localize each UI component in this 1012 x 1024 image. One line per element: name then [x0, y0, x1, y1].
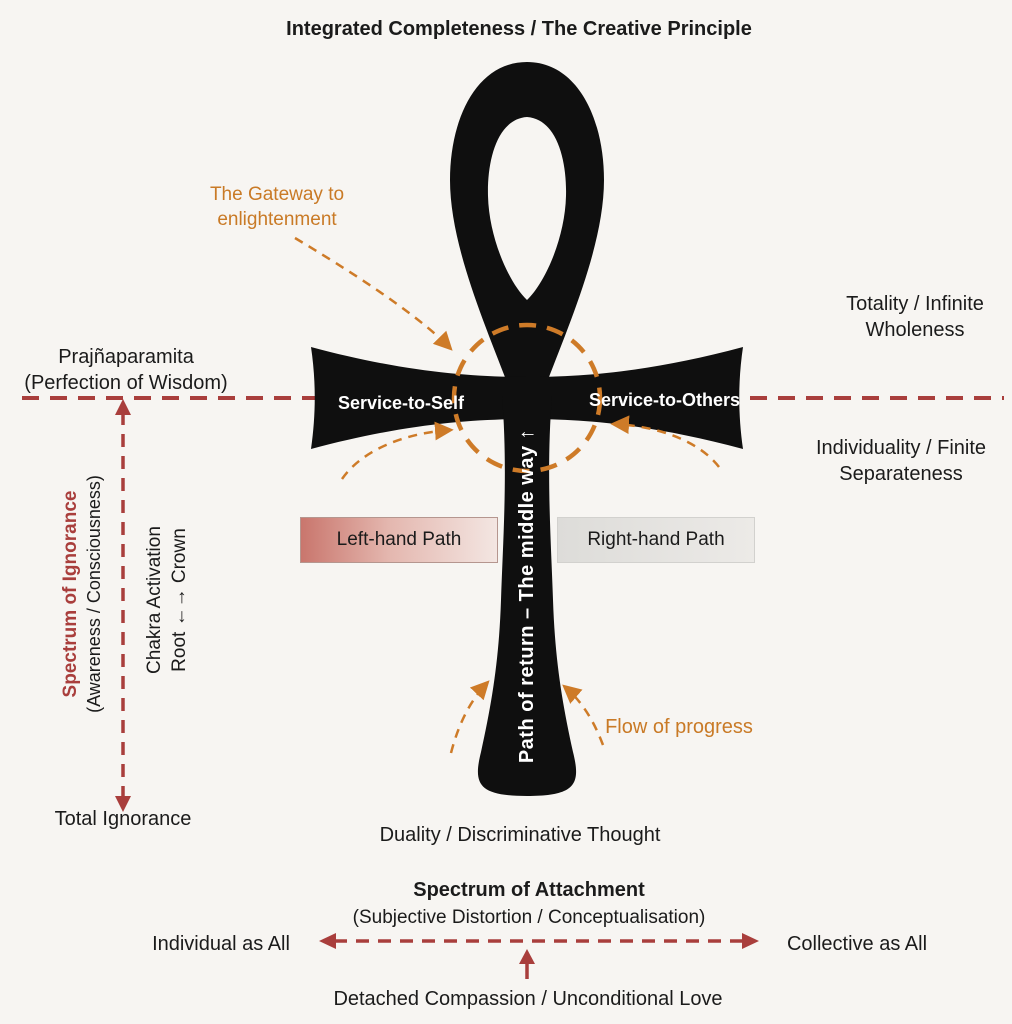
prajnaparamita-label: Prajñaparamita (Perfection of Wisdom): [10, 344, 242, 397]
totality-label: Totality / Infinite Wholeness: [846, 293, 984, 342]
service-to-others-label: Service-to-Others: [588, 390, 741, 410]
progress-arrow-left: [449, 680, 490, 754]
top-principle-label: Integrated Completeness / The Creative P…: [286, 18, 752, 40]
chakra-line1: Chakra Activation: [144, 526, 165, 674]
spectrum-of-attachment-sub: (Subjective Distortion / Conceptualisati…: [352, 907, 706, 928]
prajnaparamita-line1: Prajñaparamita: [58, 346, 194, 368]
attachment-axis-arrow-right: [742, 933, 759, 949]
middle-way-label: Path of return – The middle way ↑: [516, 428, 538, 764]
duality-label: Duality / Discriminative Thought: [379, 824, 661, 846]
ignorance-axis-arrow-down: [115, 796, 131, 812]
gateway-arrow: [294, 236, 453, 351]
spectrum-of-ignorance-axis-label: Spectrum of Ignorance (Awareness / Consc…: [58, 459, 106, 729]
attachment-axis-arrow-left: [319, 933, 336, 949]
spectrum-of-ignorance-title: Spectrum of Ignorance: [60, 490, 81, 698]
flow-arrow-right: [610, 415, 720, 468]
flow-arrow-left: [340, 421, 454, 480]
compassion-arrow-head: [519, 949, 535, 964]
individual-as-all-label: Individual as All: [152, 933, 290, 955]
spectrum-of-attachment-title: Spectrum of Attachment: [413, 879, 645, 901]
total-ignorance-label: Total Ignorance: [54, 808, 192, 830]
left-hand-path-box: Left-hand Path: [300, 517, 498, 563]
ignorance-axis-arrow-up: [115, 399, 131, 415]
service-to-self-label: Service-to-Self: [337, 393, 465, 413]
prajnaparamita-line2: (Perfection of Wisdom): [24, 372, 228, 395]
gateway-circle: [451, 322, 603, 474]
flow-of-progress-label: Flow of progress: [605, 716, 753, 738]
collective-as-all-label: Collective as All: [786, 933, 928, 955]
gateway-label: The Gateway to enlightenment: [209, 184, 345, 231]
ankh-loop: [450, 62, 604, 385]
ankh-stem: [477, 396, 577, 796]
chakra-activation-label: Chakra Activation Root ←→ Crown: [142, 490, 190, 710]
individuality-label: Individuality / Finite Separateness: [815, 437, 987, 486]
detached-compassion-label: Detached Compassion / Unconditional Love: [333, 988, 723, 1010]
spectrum-of-ignorance-sub: (Awareness / Consciousness): [84, 475, 105, 713]
right-hand-path-box: Right-hand Path: [557, 517, 755, 563]
progress-arrow-right: [562, 684, 605, 746]
chakra-line2: Root ←→ Crown: [169, 528, 191, 672]
